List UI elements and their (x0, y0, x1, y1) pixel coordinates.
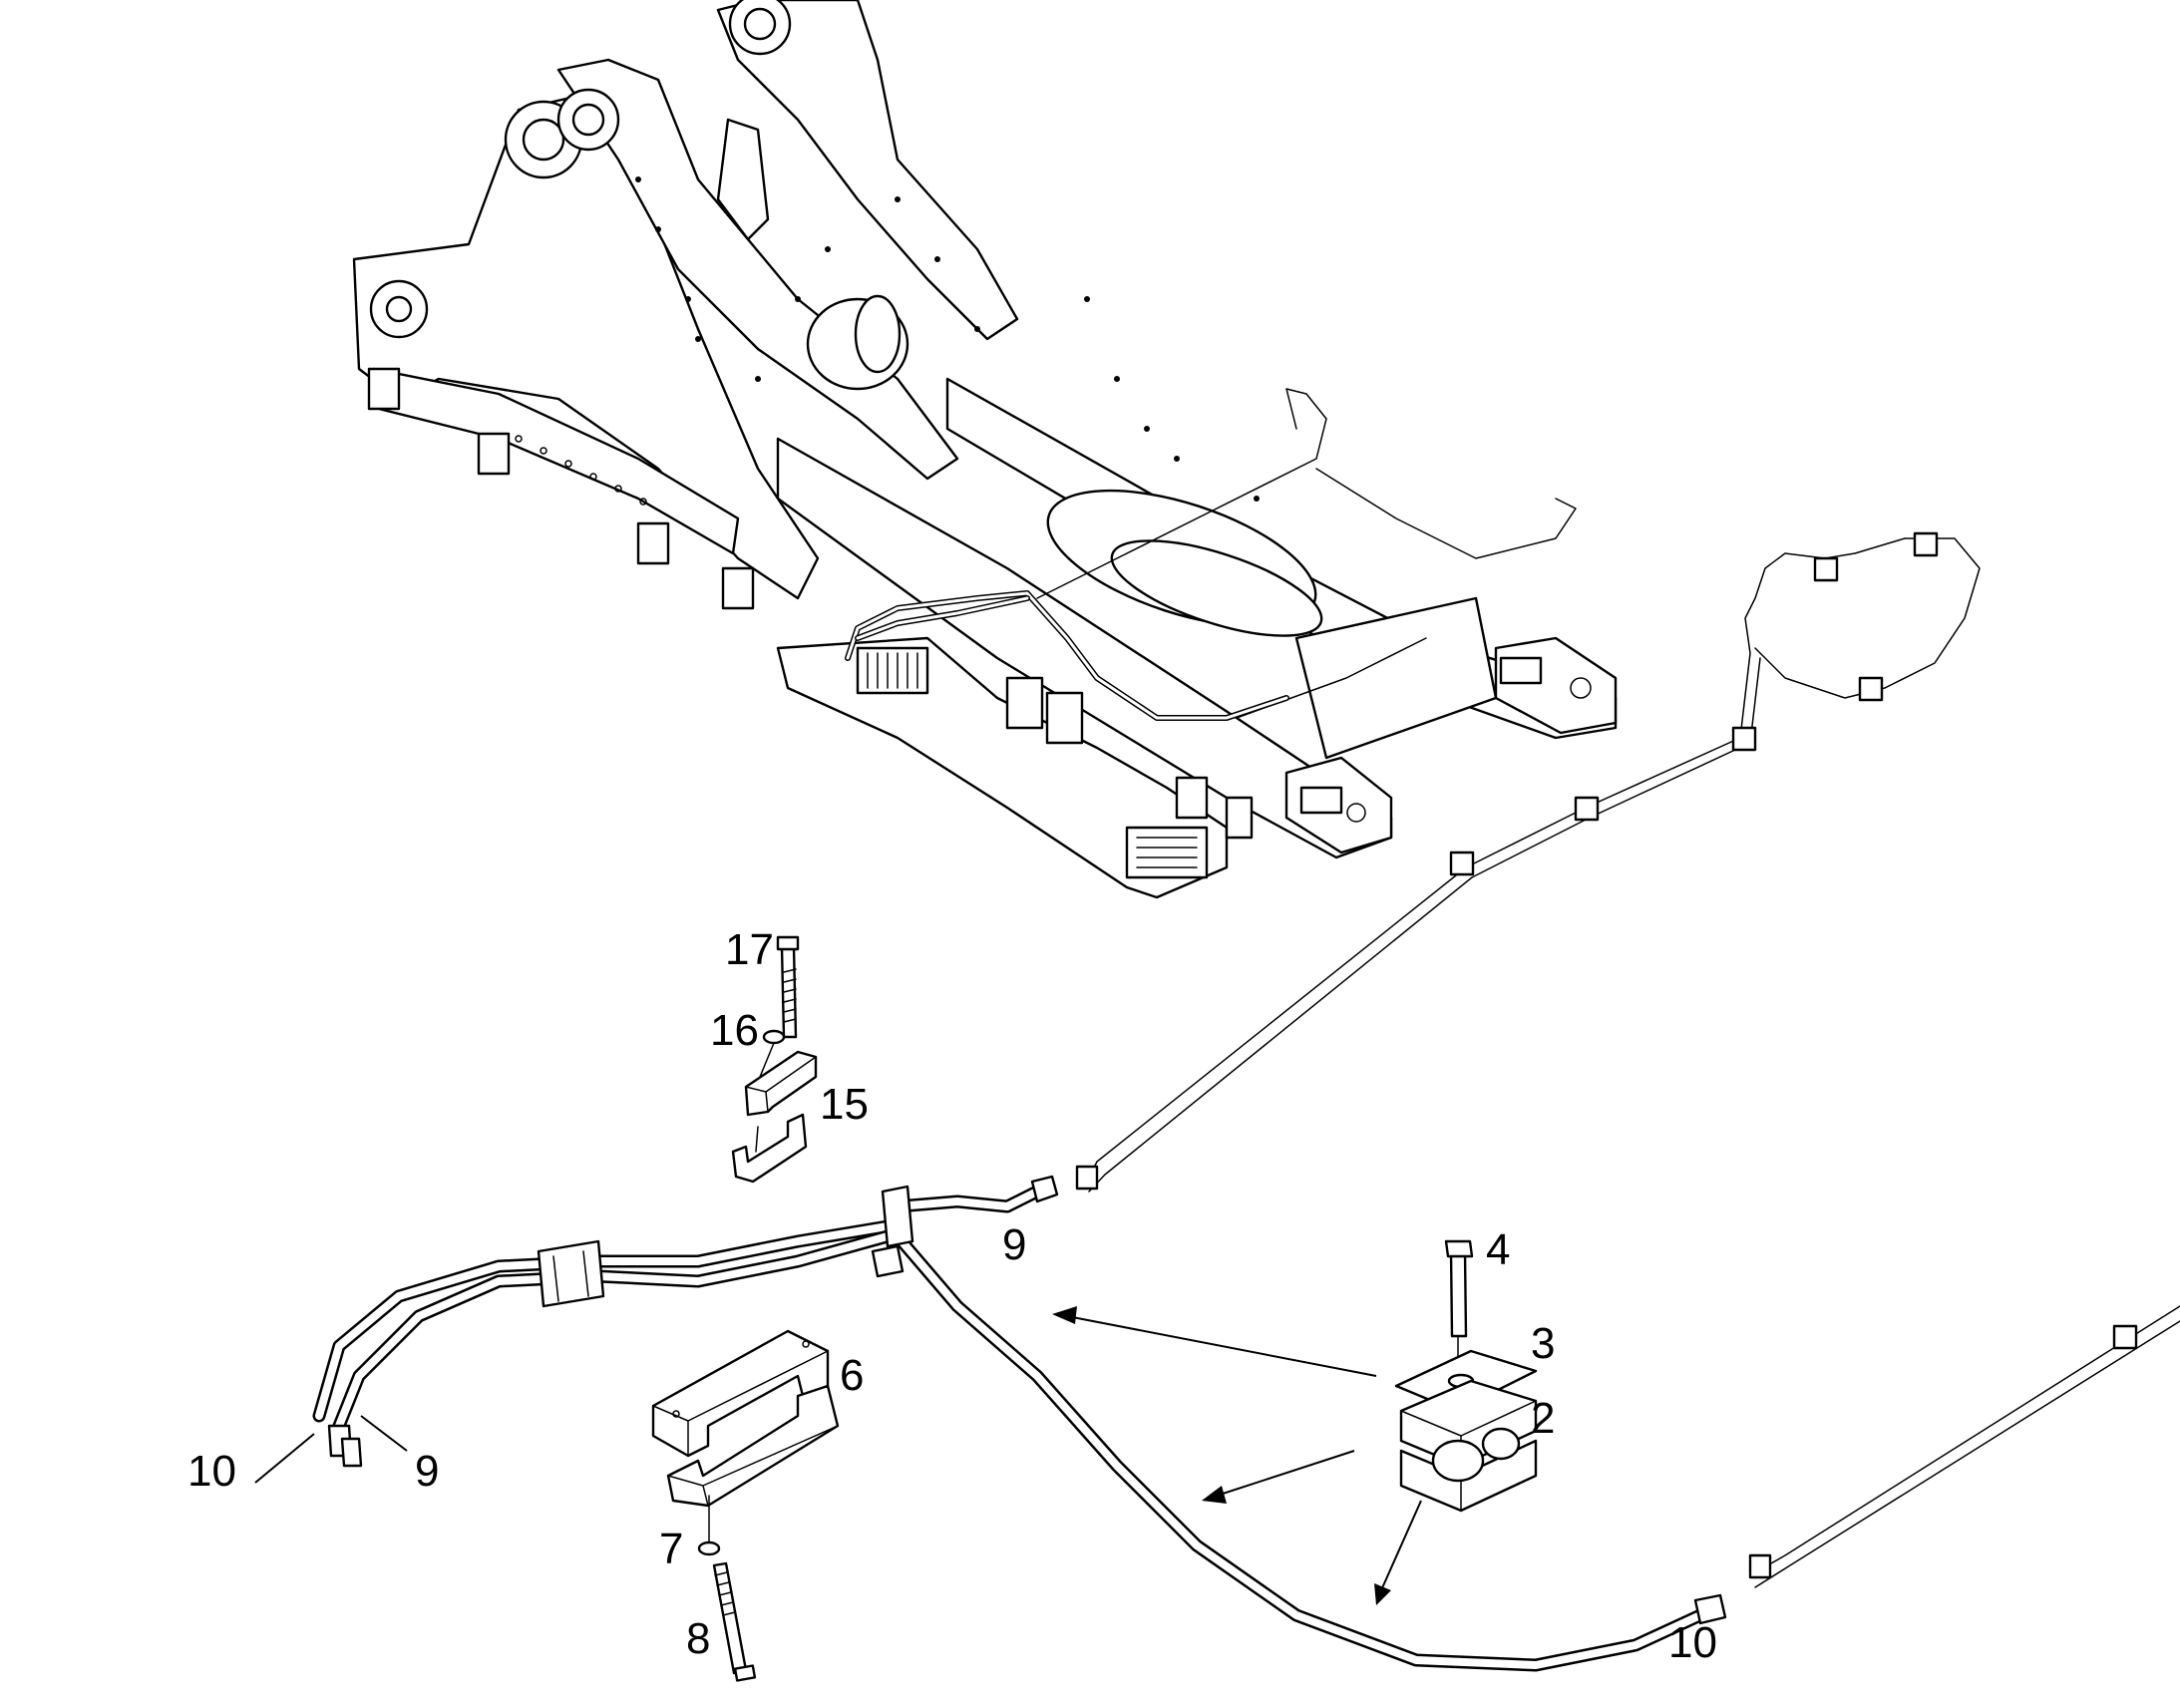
clamp-axis (755, 1126, 759, 1153)
arm-pivot-left-bore (522, 118, 565, 162)
bolt-4 (1449, 1249, 1468, 1338)
frame-opening-2 (854, 294, 902, 374)
clamp-6-lower (666, 1384, 840, 1508)
clamp-half-lower (731, 1113, 808, 1184)
rear-tower (716, 0, 1019, 341)
valve-box-2 (1045, 691, 1084, 745)
rail-end-left-hole (1346, 803, 1366, 823)
upper-hose-clamp-2 (1449, 851, 1475, 876)
callout-10-lower: 10 (1668, 1618, 1717, 1667)
valve-box-4 (1175, 776, 1209, 820)
callout-4: 4 (1486, 1225, 1510, 1274)
mount-block-2 (477, 432, 511, 476)
lower-hose-clamp-1 (1748, 1553, 1772, 1579)
valve-grid (856, 646, 929, 695)
callout-8: 8 (686, 1614, 710, 1663)
arrow-head-2 (1202, 1486, 1227, 1504)
callout-9-upper: 9 (1002, 1220, 1026, 1269)
mount-block-4 (721, 566, 755, 610)
arrow-head-1 (1052, 1306, 1077, 1324)
clamp-2-bore (1431, 1439, 1485, 1483)
washer-7 (697, 1540, 721, 1556)
rail-end-left-plate (1299, 786, 1343, 815)
arm-pivot-right-bore (743, 7, 777, 41)
routed-hose-lower (1748, 1305, 2180, 1588)
bolt-8-thread (714, 1571, 736, 1616)
upper-hose-clamp-7 (1858, 676, 1884, 702)
rail-end-right-hole (1570, 677, 1592, 699)
arrow-to-lower-hose (1380, 1500, 1422, 1591)
arm-lower-pivot-bore (385, 295, 413, 323)
clamp-assembly-15 (731, 935, 818, 1184)
mount-block-3 (636, 521, 670, 565)
upper-hose-clamp-4 (1731, 726, 1757, 752)
main-hose-harness (312, 1175, 1727, 1672)
callout-2: 2 (1531, 1394, 1555, 1443)
harness-clamp-mid-upper (881, 1185, 914, 1248)
callout-9-left: 9 (415, 1447, 439, 1496)
callout-7: 7 (659, 1525, 683, 1573)
clamp-assembly-6 (651, 1329, 840, 1682)
upper-hose-clamp-1 (1075, 1165, 1099, 1191)
callout-3: 3 (1531, 1319, 1555, 1368)
machine-frame (352, 0, 1618, 899)
harness-clamp-mid-lower (871, 1244, 905, 1278)
clamp-2-bore-2 (1481, 1427, 1521, 1461)
callout-16: 16 (710, 1006, 759, 1055)
leader-9-left (360, 1415, 408, 1452)
clamp-6-upper (651, 1329, 830, 1458)
upper-hose-clamp-3 (1574, 796, 1600, 822)
frame-window (716, 118, 770, 241)
routed-hose-upper (1075, 531, 1981, 1193)
arrow-to-mid-hose (1216, 1450, 1355, 1497)
cross-member-holes (515, 435, 647, 506)
chassis-opening-inner (1110, 539, 1323, 637)
clamp-assembly-2 (1394, 1239, 1538, 1513)
leader-10-left (254, 1433, 315, 1484)
arrow-to-upper-hose (1066, 1315, 1377, 1377)
rail-end-right-plate (1499, 656, 1543, 685)
frame-rivets (635, 176, 1260, 502)
frame-harness-top (1036, 388, 1577, 599)
mount-block-1 (367, 367, 401, 411)
callout-15: 15 (820, 1080, 869, 1129)
arm-pivot-mid-bore (571, 103, 605, 137)
bolt-4-head (1444, 1239, 1474, 1258)
valve-block-assembly (776, 636, 1229, 899)
bolt-17-thread (783, 968, 797, 1023)
bolt-8-head (733, 1664, 757, 1682)
washer-16 (762, 1029, 786, 1045)
callout-labels: 17 16 15 9 4 3 2 6 10 9 7 8 10 (187, 925, 1717, 1667)
hose-fitting-10 (1693, 1593, 1727, 1625)
callout-10-left: 10 (187, 1447, 236, 1496)
valve-box-1 (1005, 676, 1044, 730)
front-cross-member (372, 367, 740, 555)
valve-box-3 (1125, 826, 1209, 879)
hose-fitting-9 (1030, 1175, 1059, 1203)
valve-box-5 (1225, 796, 1254, 840)
arrow-head-3 (1374, 1583, 1391, 1605)
upper-hose-clamp-6 (1913, 531, 1939, 557)
callout-6: 6 (840, 1351, 864, 1400)
callout-leaders (254, 1415, 408, 1484)
valve-grid-lines (867, 652, 918, 689)
callout-17: 17 (725, 925, 774, 974)
washer-16-axis (757, 1042, 775, 1083)
central-beam (1294, 596, 1498, 760)
valve-box-3-grid (1136, 837, 1198, 868)
upper-hose-clamp-5 (1813, 556, 1839, 582)
harness-clamp-left (537, 1239, 605, 1308)
lower-hose-clamp-2 (2112, 1324, 2138, 1350)
clamp-half-upper (744, 1050, 818, 1117)
hose-end-left-b (340, 1437, 363, 1468)
bolt-17-head (776, 935, 800, 951)
assembly-arrows (1052, 1306, 1422, 1605)
